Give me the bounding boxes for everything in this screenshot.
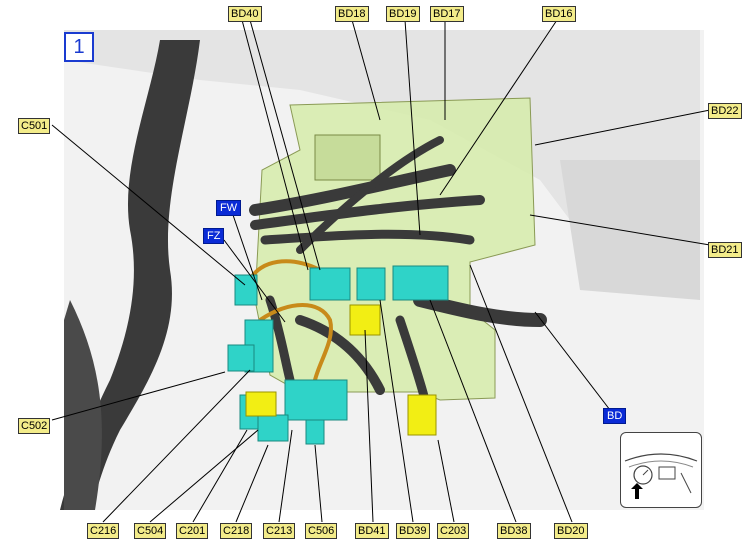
label-bd21: BD21 (708, 242, 742, 258)
background-panel (64, 30, 700, 300)
label-bd20: BD20 (554, 523, 588, 539)
label-bd40: BD40 (228, 6, 262, 22)
label-bd41: BD41 (355, 523, 389, 539)
label-bd39: BD39 (396, 523, 430, 539)
harness-wires (249, 136, 547, 405)
label-bd17: BD17 (430, 6, 464, 22)
label-bd18: BD18 (335, 6, 369, 22)
view-number-badge: 1 (64, 32, 94, 62)
main-harness-left (60, 40, 200, 510)
label-c506: C506 (305, 523, 338, 539)
marker-fw: FW (216, 200, 242, 216)
label-c203: C203 (437, 523, 470, 539)
label-c502: C502 (18, 418, 51, 434)
locator-dashboard-icon (624, 453, 698, 499)
locator-inset (620, 432, 702, 508)
marker-bd: BD (603, 408, 627, 424)
label-bd38: BD38 (497, 523, 531, 539)
label-bd16: BD16 (542, 6, 576, 22)
marker-fz: FZ (203, 228, 225, 244)
label-c213: C213 (263, 523, 296, 539)
label-bd22: BD22 (708, 103, 742, 119)
label-c218: C218 (220, 523, 253, 539)
label-c501: C501 (18, 118, 51, 134)
label-c216: C216 (87, 523, 120, 539)
cyan-connectors (227, 265, 449, 445)
label-c504: C504 (134, 523, 167, 539)
background-bracket-right (560, 160, 700, 300)
callout-leaders (51, 19, 711, 523)
harness-lower-left (64, 300, 102, 510)
bracket-window (314, 134, 381, 181)
label-c201: C201 (176, 523, 209, 539)
label-bd19: BD19 (386, 6, 420, 22)
